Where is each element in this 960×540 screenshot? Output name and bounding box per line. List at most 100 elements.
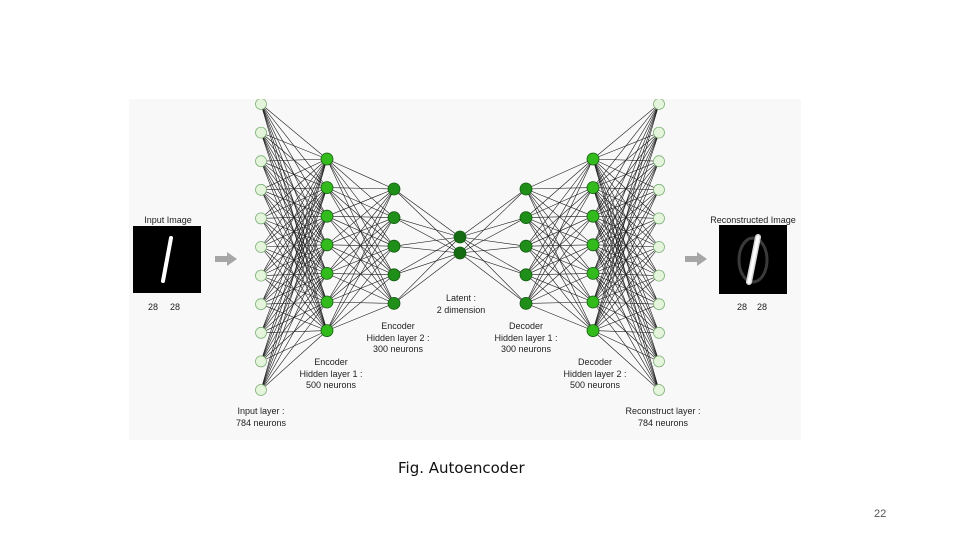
autoencoder-figure: Input Image 28 28 Reconstructed Image 28… [129,99,801,440]
connection-edge [459,252,527,276]
connection-edge [393,217,461,238]
neuron-node [653,126,665,139]
neuron-node [653,326,665,339]
connection-edge [393,188,461,254]
layer-output [653,99,665,396]
connection-edge [459,188,527,238]
connection-edge [592,103,660,217]
connection-edge [525,158,594,275]
connection-edge [260,158,328,305]
neuron-node [653,183,665,196]
connection-edge [592,303,660,331]
connection-edge [525,158,594,304]
connection-edge [260,244,328,391]
layer-input [255,99,267,396]
output-image-dim-2: 28 [757,302,768,312]
connection-edge [326,188,395,246]
neuron-node [255,126,267,139]
connection-edge [260,158,328,276]
connection-edge [260,132,328,160]
connection-edge [525,158,594,218]
neuron-node [320,181,334,194]
connection-edge [260,158,328,248]
connection-edge [260,158,328,333]
connection-edge [260,158,328,162]
neuron-node [519,211,533,224]
connection-edge [459,188,527,254]
layer-dec2 [586,152,600,338]
network-diagram [215,99,707,396]
connection-edge [592,275,660,331]
input-image [133,226,201,293]
connection-edge [393,188,461,238]
connection-edge [592,189,660,331]
neuron-node [320,209,334,223]
neuron-node [255,155,267,168]
neuron-node [320,152,334,166]
neuron-node [653,99,665,110]
connection-edge [592,103,660,331]
connection-edge [525,301,594,304]
connection-edge [326,158,395,190]
connection-edge [326,188,395,217]
neuron-node [255,384,267,396]
connection-edge [459,236,527,247]
connection-edge [393,236,461,304]
input-image-dim-1: 28 [148,302,159,312]
connection-edge [393,245,461,254]
neuron-node [387,211,401,224]
input-layer-label: Input layer :784 neurons [235,406,287,428]
latent-label: Latent :2 dimension [436,293,486,315]
reconstructed-digit-glyph [737,234,769,285]
neuron-node [255,241,267,253]
connection-edge [592,103,660,245]
output-image-title: Reconstructed Image [710,215,796,225]
connection-edge [393,236,461,247]
connection-edge [592,132,660,331]
connection-edge [592,103,660,160]
connection-edge [525,273,594,304]
connection-edge [326,188,395,303]
connection-edge [393,217,461,254]
connection-edge [459,217,527,254]
connection-edge [592,330,660,334]
neuron-node [453,230,467,244]
connection-edge [525,216,594,304]
connection-edge [260,103,328,160]
connection-edge [525,187,594,304]
neuron-node [387,268,401,282]
connection-edge [393,252,461,304]
connection-edge [525,158,594,190]
neuron-node [519,239,533,253]
connection-edge [592,161,660,331]
connection-edge [326,188,395,274]
neuron-node [653,355,665,368]
connection-edge [459,245,527,254]
neuron-node [255,355,267,368]
neuron-node [255,212,267,225]
output-arrow-icon [685,252,707,266]
output-image-dim-1: 28 [737,302,748,312]
connection-edge [393,236,461,276]
connection-edges [260,103,660,391]
connection-edge [525,303,594,331]
connection-edge [326,246,395,331]
connection-edge [260,158,328,191]
connection-edge [260,216,328,391]
neuron-node [519,268,533,282]
connection-edge [326,217,395,331]
connection-edge [326,303,395,331]
layer-dec1 [519,182,533,310]
connection-edge [260,158,328,391]
neuron-node [653,298,665,311]
neuron-node [653,155,665,168]
connection-edge [592,103,660,188]
neuron-node [586,295,600,309]
connection-edge [592,103,660,303]
reconstruct-layer-label: Reconstruct layer :784 neurons [625,406,701,428]
neuron-node [519,296,533,310]
connection-edge [260,330,328,391]
